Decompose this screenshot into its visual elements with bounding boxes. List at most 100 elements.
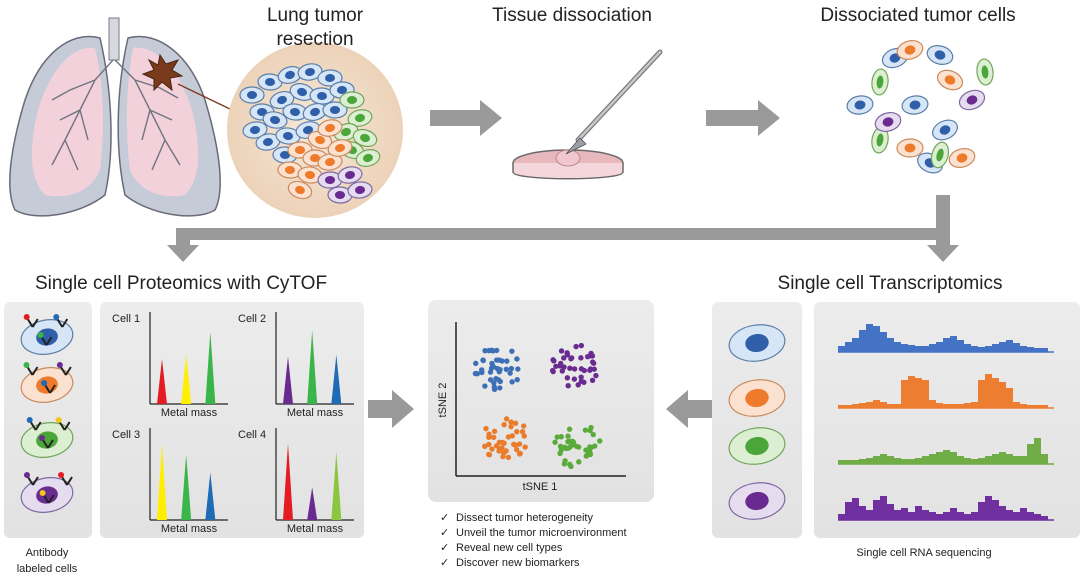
tsne-point [575,444,582,450]
cytof-peak [205,331,216,404]
tsne-point [578,355,584,361]
metal-tag [23,472,30,478]
proteomics-title: Single cell Proteomics with CyTOF [35,273,327,294]
petri-dish-icon [512,149,624,180]
tsne-point [501,421,507,428]
tsne-point [567,461,573,468]
cytof-xlabel: Metal mass [161,407,218,419]
rna-histogram [838,324,1048,352]
tsne-point [486,451,493,458]
tsne-point [474,370,481,377]
metal-tag [23,314,30,320]
arrow-down-left [167,228,199,262]
tsne-point [512,420,519,426]
tsne-point [516,450,523,457]
tissue-cell [339,91,365,109]
tsne-point [561,364,567,370]
cytof-peak [283,443,293,520]
metal-tag [58,472,65,478]
cytof-peak [283,356,293,404]
tsne-point [519,428,526,435]
tsne-point [496,439,503,446]
antibody-cell [20,422,74,458]
tsne-point [582,427,589,433]
tsne-point [513,446,520,453]
connector-vertical [936,195,950,235]
step-label-resection-line1: Lung tumor [267,5,364,26]
connector-horizontal [178,228,950,240]
dissociated-cell [930,141,950,169]
tissue-cell [355,149,381,167]
tissue-cell [347,181,373,199]
tsne-point [497,385,503,391]
tsne-point [578,342,585,349]
tsne-point [521,423,527,429]
tissue-cell [352,128,378,148]
tsne-point [554,434,560,440]
cytof-cell-label: Cell 4 [238,429,266,441]
dissociated-cell [846,95,874,115]
tsne-point [504,358,510,364]
tissue-cell [327,186,353,204]
tsne-point [482,383,488,389]
cytof-peak [331,451,342,520]
tsne-point [552,439,558,445]
tissue-cell [282,103,308,121]
tumor-tissue-cells [239,63,381,204]
antibody-cell [20,367,74,403]
dissociated-cell [926,45,954,65]
tsne-ylabel: tSNE 2 [437,383,449,418]
tsne-point [490,434,497,441]
tsne-point [489,446,495,452]
cytof-peak [307,487,318,520]
cytof-peak [181,354,192,404]
tsne-point [503,448,509,454]
dissociated-cell [901,95,929,115]
metal-tag [53,314,60,320]
tsne-point [575,382,581,388]
rna-cell [728,482,786,520]
tissue-cell [317,153,343,171]
metal-tag [39,490,46,496]
tsne-point [576,459,582,465]
antibody-labeled-cells [20,314,74,513]
cytof-peak [331,354,342,404]
tsne-point [565,433,571,439]
tsne-point [487,369,494,375]
tsne-point [597,438,603,444]
tissue-cell [297,166,323,184]
tsne-point [550,357,556,363]
check-icon: ✓ [440,527,449,539]
tsne-point [581,379,587,386]
arrow-right-1 [430,100,502,136]
cytof-peak [157,444,167,520]
rna-histogram [838,496,1048,520]
tsne-point [567,438,574,444]
tsne-point [489,360,495,367]
tsne-point [487,377,494,383]
rna-histograms [838,324,1054,521]
antibody-caption-line1: Antibody [26,547,69,559]
tsne-point [508,419,514,425]
tsne-point [508,423,514,430]
tsne-point [558,447,564,453]
transcriptomics-title: Single cell Transcriptomics [778,273,1003,294]
tsne-point [589,377,596,384]
tsne-point [500,453,506,460]
metal-tag [26,417,33,423]
tissue-cell [287,180,313,200]
tsne-point [549,367,556,374]
tsne-point [482,347,488,354]
check-icon: ✓ [440,512,449,524]
tsne-point [562,458,568,464]
tsne-point [587,366,594,372]
tissue-cell [327,139,353,157]
rna-cell [728,379,786,417]
rna-histograms-panel [814,302,1080,538]
lungs-illustration [9,17,233,217]
cytof-xlabel: Metal mass [287,523,344,535]
tsne-point [564,352,571,358]
